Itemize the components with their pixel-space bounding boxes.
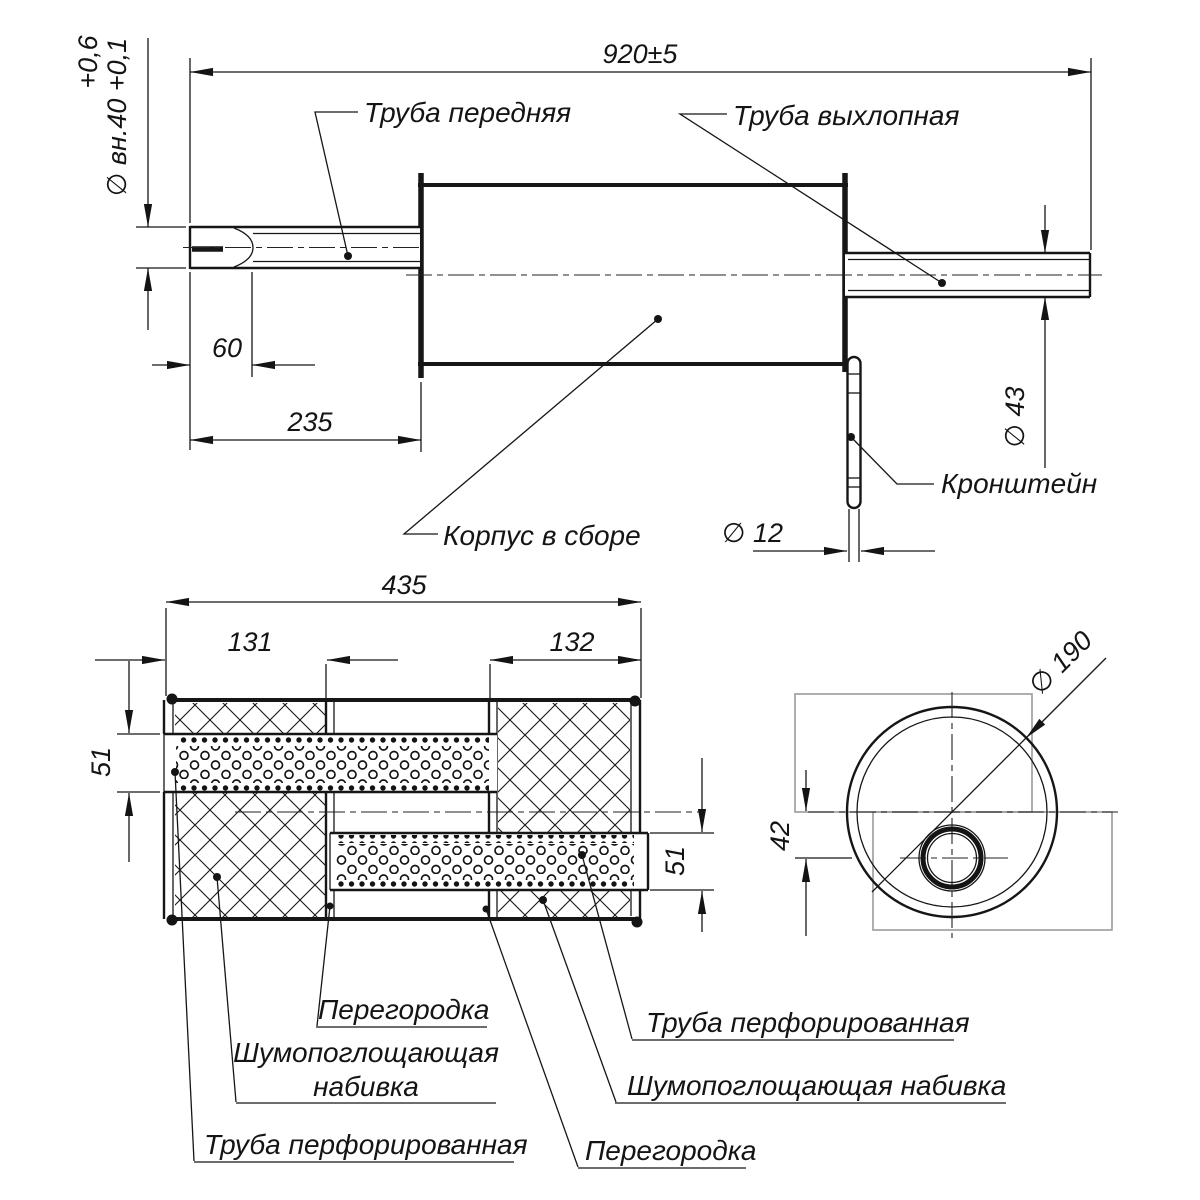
dim-chamber-left: 131 xyxy=(95,627,398,700)
dim-body-diameter: ∅ 190 xyxy=(871,625,1107,893)
aux-rect-lower xyxy=(872,811,1113,931)
stuffing-top-left xyxy=(175,703,325,734)
stuffing-bottom-right xyxy=(498,891,630,918)
dim-pipe-right: 51 xyxy=(650,758,714,932)
label-bracket: Кронштейн xyxy=(941,468,1097,499)
dim-body-diameter-text: ∅ 190 xyxy=(1023,625,1098,700)
callout-partition-left: Перегородка xyxy=(316,902,490,1028)
label-partition-right: Перегородка xyxy=(585,1135,757,1166)
dim-body-length: 435 xyxy=(165,570,642,698)
dim-bracket-diameter: ∅ 12 xyxy=(722,518,935,556)
bracket xyxy=(846,355,862,562)
dim-overall-length: 920±5 xyxy=(189,39,1092,250)
dim-bracket-diameter-text: ∅ 12 xyxy=(722,518,783,548)
dim-chamber-left-text: 131 xyxy=(227,627,272,657)
label-perforated-pipe-right: Труба перфорированная xyxy=(646,1007,970,1038)
dim-inlet-tol-upper-text: +0,6 xyxy=(73,34,103,88)
callout-perforated-pipe-right: Труба перфорированная xyxy=(578,851,970,1041)
crimp-bottom-left xyxy=(166,914,178,926)
crimp-bottom-right xyxy=(631,916,643,928)
dim-pipe-offset-text: 42 xyxy=(765,821,795,851)
label-partition-left: Перегородка xyxy=(318,994,490,1025)
dim-front-pipe-length-text: 235 xyxy=(286,407,333,437)
dim-chamber-right: 132 xyxy=(489,627,641,702)
callout-stuffing-right: Шумопоглощающая набивка xyxy=(539,896,1006,1104)
offset-pipe-circle xyxy=(918,824,986,892)
section-view: 435 131 132 51 51 Перегородка xyxy=(86,570,1006,1169)
dim-pipe-right-text: 51 xyxy=(660,846,690,876)
label-exhaust-pipe: Труба выхлопная xyxy=(733,100,960,131)
crimp-top-right xyxy=(629,695,641,707)
end-view: 42 ∅ 190 xyxy=(765,625,1118,938)
label-front-pipe: Труба передняя xyxy=(364,97,571,128)
callout-exhaust-pipe: Труба выхлопная xyxy=(677,100,960,287)
callout-bracket: Кронштейн xyxy=(847,433,1097,499)
label-stuffing-left-line2: набивка xyxy=(313,1071,419,1102)
dim-pipe-left-text: 51 xyxy=(86,747,116,777)
label-body-assembly: Корпус в сборе xyxy=(443,520,641,551)
perforated-pipe-lower xyxy=(329,831,650,892)
dim-inlet-offset-text: 60 xyxy=(212,333,242,363)
left-end-cap xyxy=(162,700,174,919)
label-stuffing-left-line1: Шумопоглощающая xyxy=(233,1037,499,1068)
dim-body-length-text: 435 xyxy=(381,570,427,600)
right-end-cap xyxy=(630,700,642,919)
dim-inlet-diameter-text: ∅ вн.40 +0,1 xyxy=(102,38,132,196)
label-perforated-pipe-left: Труба перфорированная xyxy=(204,1129,528,1160)
dim-inlet-diameter: +0,6 ∅ вн.40 +0,1 xyxy=(73,34,186,330)
callout-stuffing-left: Шумопоглощающая набивка xyxy=(213,873,499,1104)
callout-perforated-pipe-left: Труба перфорированная xyxy=(171,768,528,1163)
crimp-top-left xyxy=(166,693,178,705)
perforated-pipe-upper xyxy=(163,732,497,794)
dim-chamber-right-text: 132 xyxy=(549,627,594,657)
dim-front-pipe-length: 235 xyxy=(190,382,422,452)
dim-pipe-offset: 42 xyxy=(765,770,852,936)
callout-front-pipe: Труба передняя xyxy=(314,97,571,260)
pipe-end-arc xyxy=(233,227,254,268)
side-view-assembly: 920±5 +0,6 ∅ вн.40 +0,1 60 235 ∅ 43 ∅ 12 xyxy=(73,34,1102,562)
stuffing-bottom-left xyxy=(175,793,325,918)
callout-partition-right: Перегородка xyxy=(482,905,757,1169)
callout-body-assembly: Корпус в сборе xyxy=(402,315,662,551)
dim-exhaust-diameter-text: ∅ 43 xyxy=(1000,386,1030,447)
dim-exhaust-pipe-diameter: ∅ 43 xyxy=(1000,205,1050,468)
aux-rect-upper xyxy=(794,693,1033,813)
dim-overall-length-text: 920±5 xyxy=(603,39,679,69)
stuffing-top-right xyxy=(498,703,630,832)
dim-inlet-offset: 60 xyxy=(152,272,315,450)
dim-pipe-left: 51 xyxy=(86,661,160,862)
label-stuffing-right: Шумопоглощающая набивка xyxy=(627,1070,1006,1101)
